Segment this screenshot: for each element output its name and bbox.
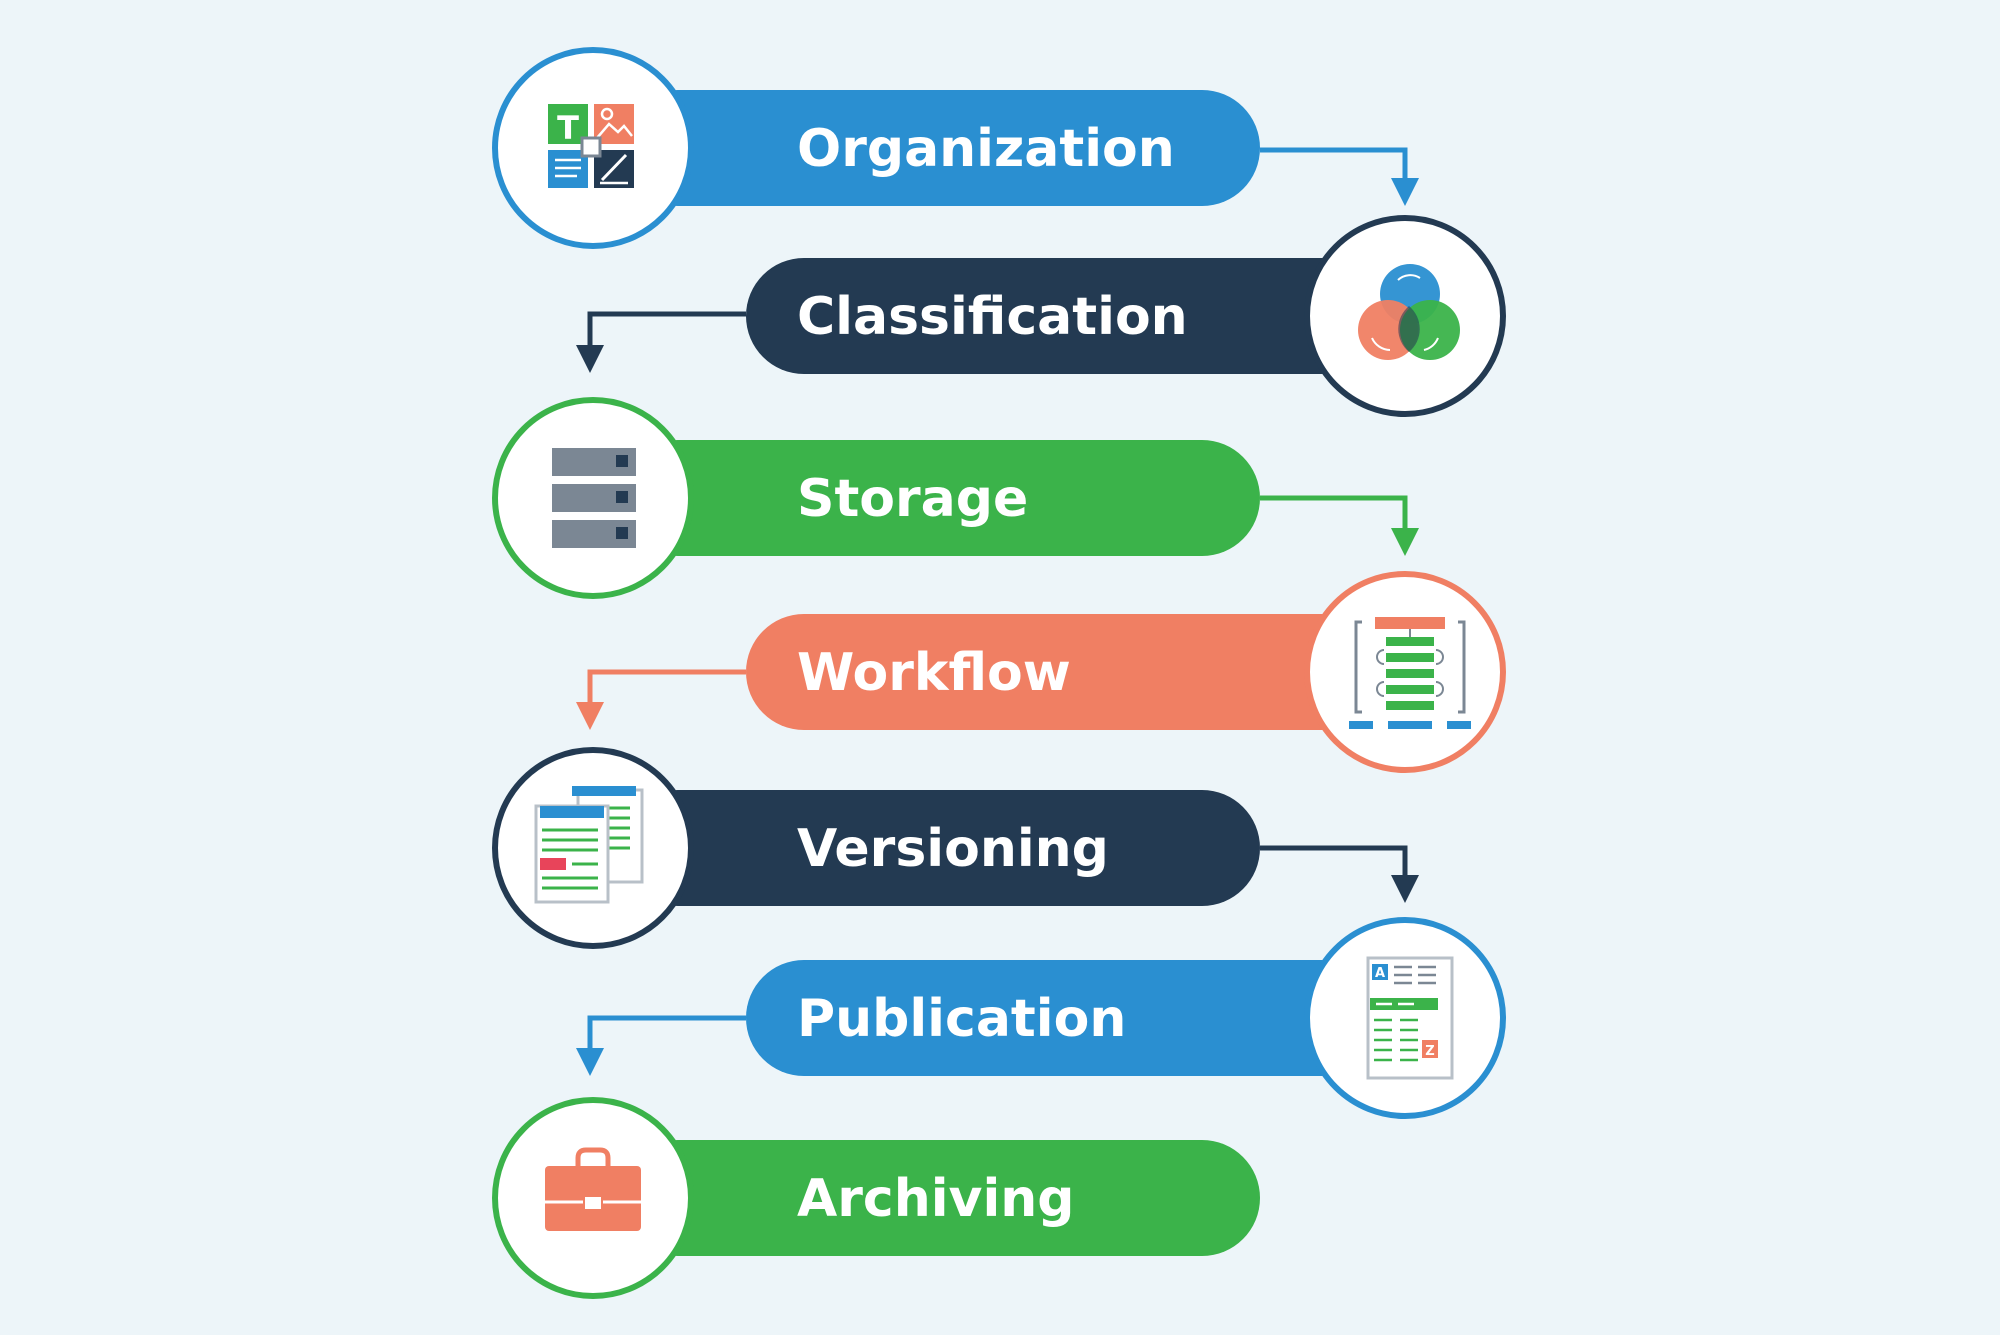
step-label: Versioning xyxy=(797,819,1109,879)
step-pill xyxy=(746,258,1386,374)
step-label: Archiving xyxy=(797,1169,1075,1229)
connector-3 xyxy=(1260,495,1419,556)
tile-letter: T xyxy=(557,109,579,147)
step-classification: Classification xyxy=(746,215,1506,417)
step-pill xyxy=(620,440,1260,556)
step-versioning: Versioning xyxy=(492,747,1260,949)
step-label: Publication xyxy=(797,989,1126,1049)
step-pill xyxy=(746,614,1386,730)
step-pill xyxy=(620,90,1260,206)
venn-circles-icon xyxy=(1358,264,1460,360)
step-label: Workflow xyxy=(797,643,1071,703)
step-publication: Publication A Z xyxy=(746,917,1506,1119)
step-archiving: Archiving xyxy=(492,1097,1260,1299)
step-organization: Organization T xyxy=(492,47,1260,249)
step-workflow: Workflow xyxy=(746,571,1506,773)
workflow-board-icon xyxy=(1349,617,1471,729)
step-label: Storage xyxy=(797,469,1028,529)
step-pill xyxy=(620,1140,1260,1256)
step-pill xyxy=(746,960,1386,1076)
connector-2 xyxy=(576,311,746,373)
step-label: Organization xyxy=(797,119,1175,179)
content-tiles-icon: T xyxy=(548,104,634,188)
connector-1 xyxy=(1260,147,1419,206)
index-start-letter: A xyxy=(1375,966,1385,981)
index-end-letter: Z xyxy=(1425,1044,1434,1059)
step-label: Classification xyxy=(797,287,1188,347)
document-versions-icon xyxy=(534,786,644,904)
briefcase-icon xyxy=(545,1147,641,1231)
step-storage: Storage xyxy=(492,397,1260,599)
a-z-document-icon: A Z xyxy=(1366,956,1454,1080)
connector-6 xyxy=(576,1015,746,1076)
connector-4 xyxy=(576,669,746,730)
step-pill xyxy=(620,790,1260,906)
server-rack-icon xyxy=(552,448,636,548)
connector-5 xyxy=(1260,845,1419,903)
